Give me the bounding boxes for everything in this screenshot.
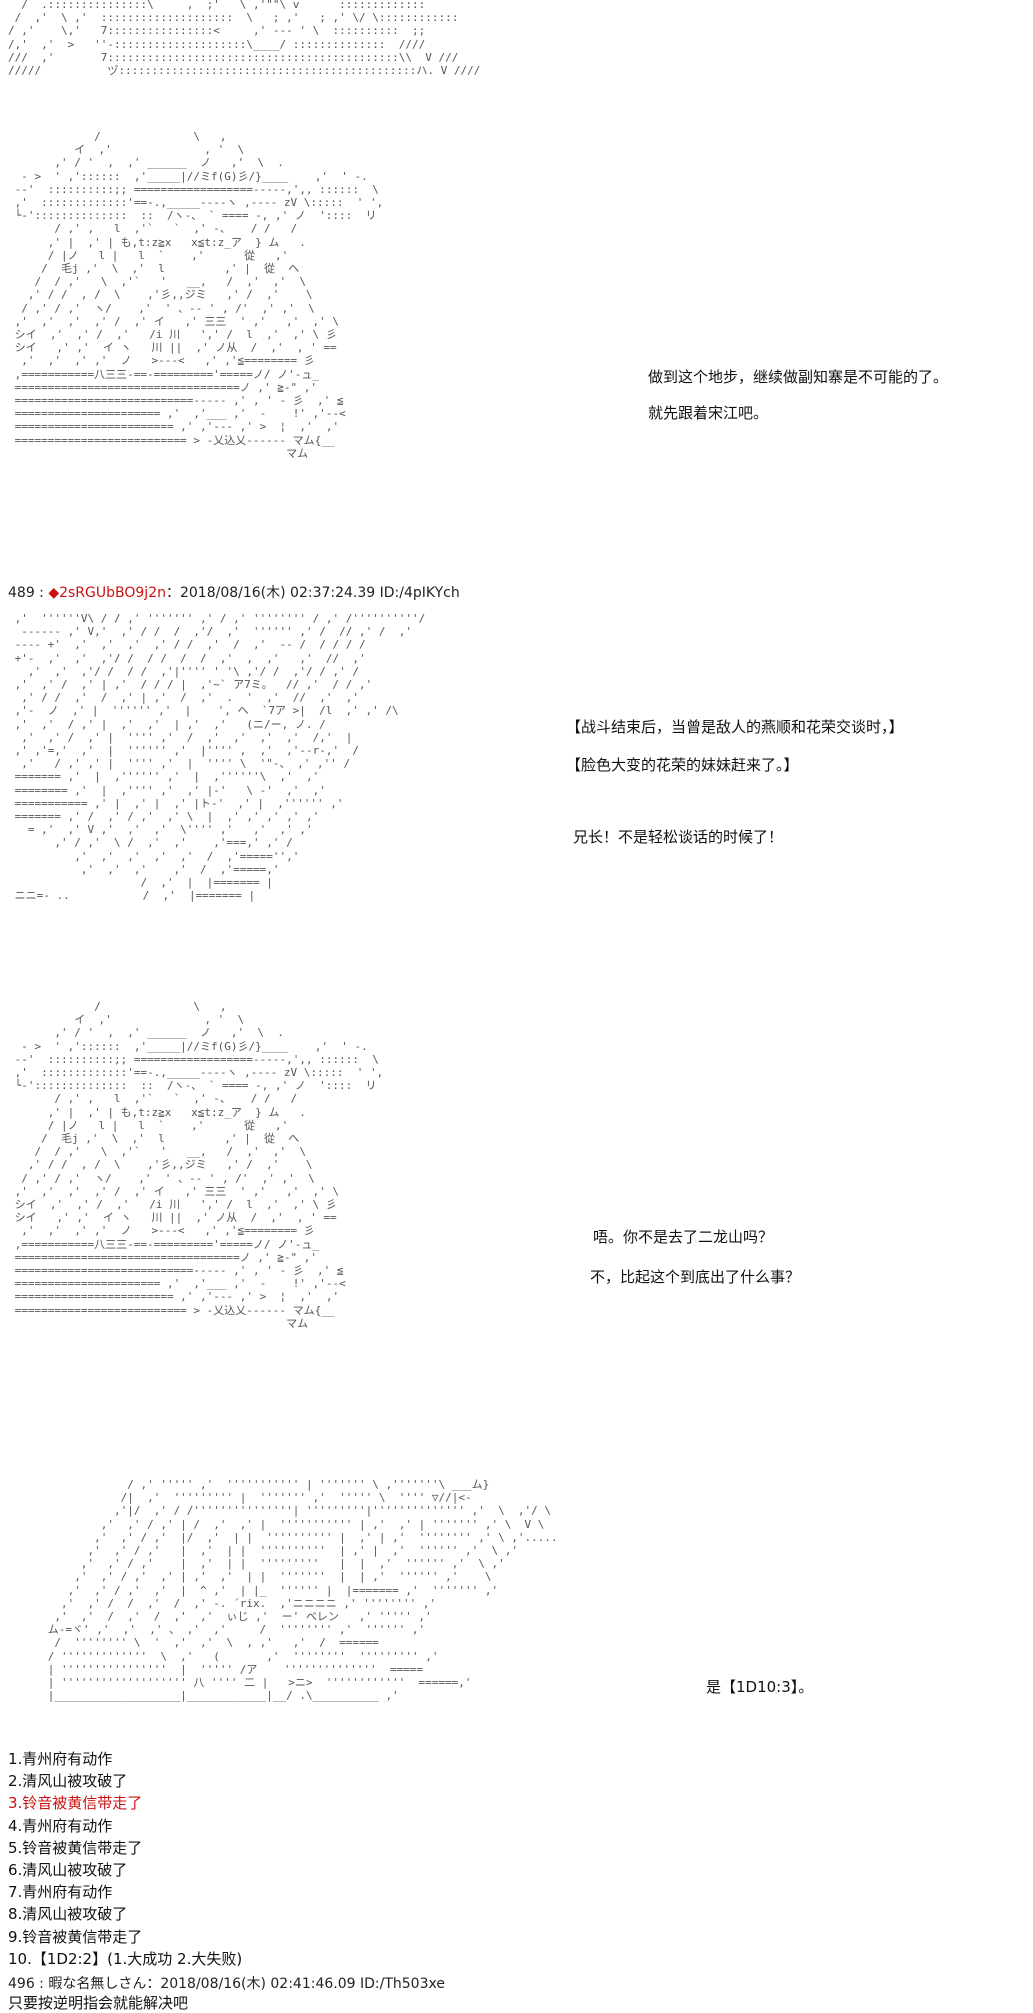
poster-trip[interactable]: ◆2sRGUbBO9j2n bbox=[48, 585, 166, 601]
post-meta: ：2018/08/16(木) 02:37:24.39 ID:/4pIKYch bbox=[165, 585, 460, 601]
dialogue-line: 唔。你不是去了二龙山吗？ bbox=[593, 1228, 774, 1246]
list-item: 7.青州府有动作 bbox=[8, 1883, 113, 1902]
narration-line: 【脸色大变的花荣的妹妹赶来了。】 bbox=[566, 756, 799, 774]
post-number: 489 : bbox=[8, 585, 49, 601]
dialogue-line: 就先跟着宋江吧。 bbox=[648, 404, 769, 422]
post-header-496: 496 : 暇な名無しさん：2018/08/16(木) 02:41:46.09 … bbox=[8, 1976, 445, 1992]
list-item: 1.青州府有动作 bbox=[8, 1750, 113, 1768]
dice-result: 是【1D10:3】。 bbox=[706, 1678, 814, 1696]
ascii-art-portrait-1: / \ , イ ,' , ' \ ,' / ' , ,' ______ ノ ,'… bbox=[14, 130, 384, 460]
ascii-art-scene-2: ,' ''''''V\ / / ,' ''''''' ,' / ,' '''''… bbox=[14, 612, 426, 903]
list-item: 5.铃音被黄信带走了 bbox=[8, 1838, 143, 1857]
post-header-489: 489 : ◆2sRGUbBO9j2n：2018/08/16(木) 02:37:… bbox=[8, 582, 460, 602]
post-body: 只要按逆明指会就能解决吧 bbox=[8, 1994, 189, 2012]
dialogue-line: 兄长！不是轻松谈话的时候了！ bbox=[573, 828, 784, 846]
narration-line: 【战斗结束后，当曾是敌人的燕顺和花荣交谈时，】 bbox=[566, 718, 904, 736]
dialogue-line: 做到这个地步，继续做副知寨是不可能的了。 bbox=[648, 368, 949, 386]
list-item: 4.青州府有动作 bbox=[8, 1816, 113, 1835]
outcome-list: 1.青州府有动作 2.清风山被攻破了 3.铃音被黄信带走了 4.青州府有动作 5… bbox=[8, 1748, 242, 1970]
list-item: 6.清风山被攻破了 bbox=[8, 1861, 128, 1880]
ascii-art-scene-3: / ,' ''''' ,' ''''''''''' | ''''''' \ ,'… bbox=[47, 1478, 558, 1703]
ascii-art-top: / .:::::::::::::::\ , ;' \ ,'""\ v :::::… bbox=[8, 0, 481, 78]
list-item: 2.清风山被攻破了 bbox=[8, 1772, 128, 1791]
list-item: 10.【1D2:2】(1.大成功 2.大失败) bbox=[8, 1949, 243, 1968]
ascii-art-portrait-2: / \ , イ ,' , ' \ ,' / ' , ,' ______ ノ ,'… bbox=[14, 1000, 384, 1330]
list-item: 8.清风山被攻破了 bbox=[8, 1905, 128, 1924]
list-item-highlighted: 3.铃音被黄信带走了 bbox=[8, 1794, 143, 1813]
list-item: 9.铃音被黄信带走了 bbox=[8, 1927, 143, 1946]
dialogue-line: 不，比起这个到底出了什么事？ bbox=[590, 1268, 801, 1286]
